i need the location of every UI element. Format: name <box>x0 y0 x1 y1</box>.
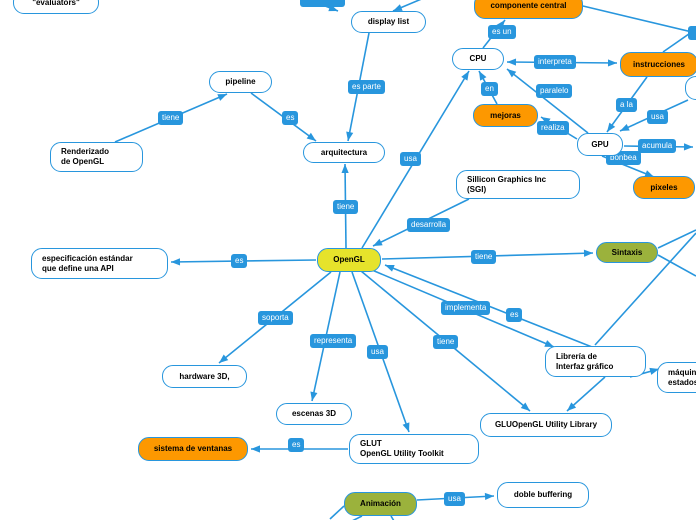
edge-label-tiene-sintaxis[interactable]: tiene <box>471 250 497 264</box>
edge-label-es-un[interactable]: es un <box>488 25 516 39</box>
edge-label-tiene-pipeline[interactable]: tiene <box>158 111 184 125</box>
node-pipeline[interactable]: pipeline <box>209 71 272 93</box>
edge-label-es-especificacion[interactable]: es <box>231 254 248 268</box>
edge-label-soporta[interactable]: soporta <box>258 311 293 325</box>
edge-label-cut-top[interactable] <box>300 0 345 7</box>
edge-label-realiza[interactable]: realiza <box>537 121 569 135</box>
edge-label-en[interactable]: en <box>481 82 498 96</box>
node-arquitectura[interactable]: arquitectura <box>303 142 385 163</box>
node-animacion[interactable]: Animación <box>344 492 417 516</box>
node-doble-buffering[interactable]: doble buffering <box>497 482 589 508</box>
edge-label-usa-cpu[interactable]: usa <box>400 152 421 166</box>
edge-label-implementa[interactable]: implementa <box>441 301 491 315</box>
node-renderizado[interactable]: Renderizado de OpenGL <box>50 142 143 172</box>
node-escenas-3d[interactable]: escenas 3D <box>276 403 352 425</box>
node-glut[interactable]: GLUT OpenGL Utility Toolkit <box>349 434 479 464</box>
node-maquina-estados[interactable]: máquina de estados <box>657 362 696 393</box>
node-evaluators[interactable]: "evaluators" <box>13 0 99 14</box>
edge-label-paralelo[interactable]: paralelo <box>536 84 573 98</box>
node-opengl[interactable]: OpenGL <box>317 248 381 272</box>
edge-label-a-la[interactable]: a la <box>616 98 637 112</box>
edge-label-usa-gpu[interactable]: usa <box>647 110 668 124</box>
edge-label-representa[interactable]: representa <box>310 334 357 348</box>
edge-label-usa-doble[interactable]: usa <box>444 492 465 506</box>
edge-label-cut-right[interactable] <box>688 26 696 40</box>
edge-label-usa-glut[interactable]: usa <box>367 345 388 359</box>
node-libreria[interactable]: Librería de Interfaz gráfico <box>545 346 646 377</box>
node-componente-central[interactable]: componente central <box>474 0 583 19</box>
node-display-list[interactable]: display list <box>351 11 426 33</box>
edge-label-es-libreria[interactable]: es <box>506 308 523 322</box>
edge-label-desarrolla[interactable]: desarrolla <box>407 218 451 232</box>
node-instrucciones[interactable]: instrucciones <box>620 52 696 77</box>
node-hardware-3d[interactable]: hardware 3D, <box>162 365 247 388</box>
node-gpu[interactable]: GPU <box>577 133 623 156</box>
node-especificacion[interactable]: especificación estándar que define una A… <box>31 248 168 279</box>
node-sistema-ventanas[interactable]: sistema de ventanas <box>138 437 248 461</box>
node-gluopengl[interactable]: GLUOpenGL Utility Library <box>480 413 612 437</box>
node-sintaxis[interactable]: Sintaxis <box>596 242 658 263</box>
edge-label-interpreta[interactable]: interpreta <box>534 55 576 69</box>
node-sgi[interactable]: Sillicon Graphics Inc (SGI) <box>456 170 580 199</box>
edge-label-acumula[interactable]: acumula <box>638 139 677 153</box>
node-mejoras[interactable]: mejoras <box>473 104 538 127</box>
node-cpu[interactable]: CPU <box>452 48 504 70</box>
edge-label-tiene-arquitectura[interactable]: tiene <box>333 200 359 214</box>
edge-label-es-ventanas[interactable]: es <box>288 438 305 452</box>
node-pixeles[interactable]: pixeles <box>633 176 695 199</box>
edge-label-es-arquitectura[interactable]: es <box>282 111 299 125</box>
edge-label-tiene-glu[interactable]: tiene <box>433 335 459 349</box>
edge-label-es-parte[interactable]: es parte <box>348 80 385 94</box>
